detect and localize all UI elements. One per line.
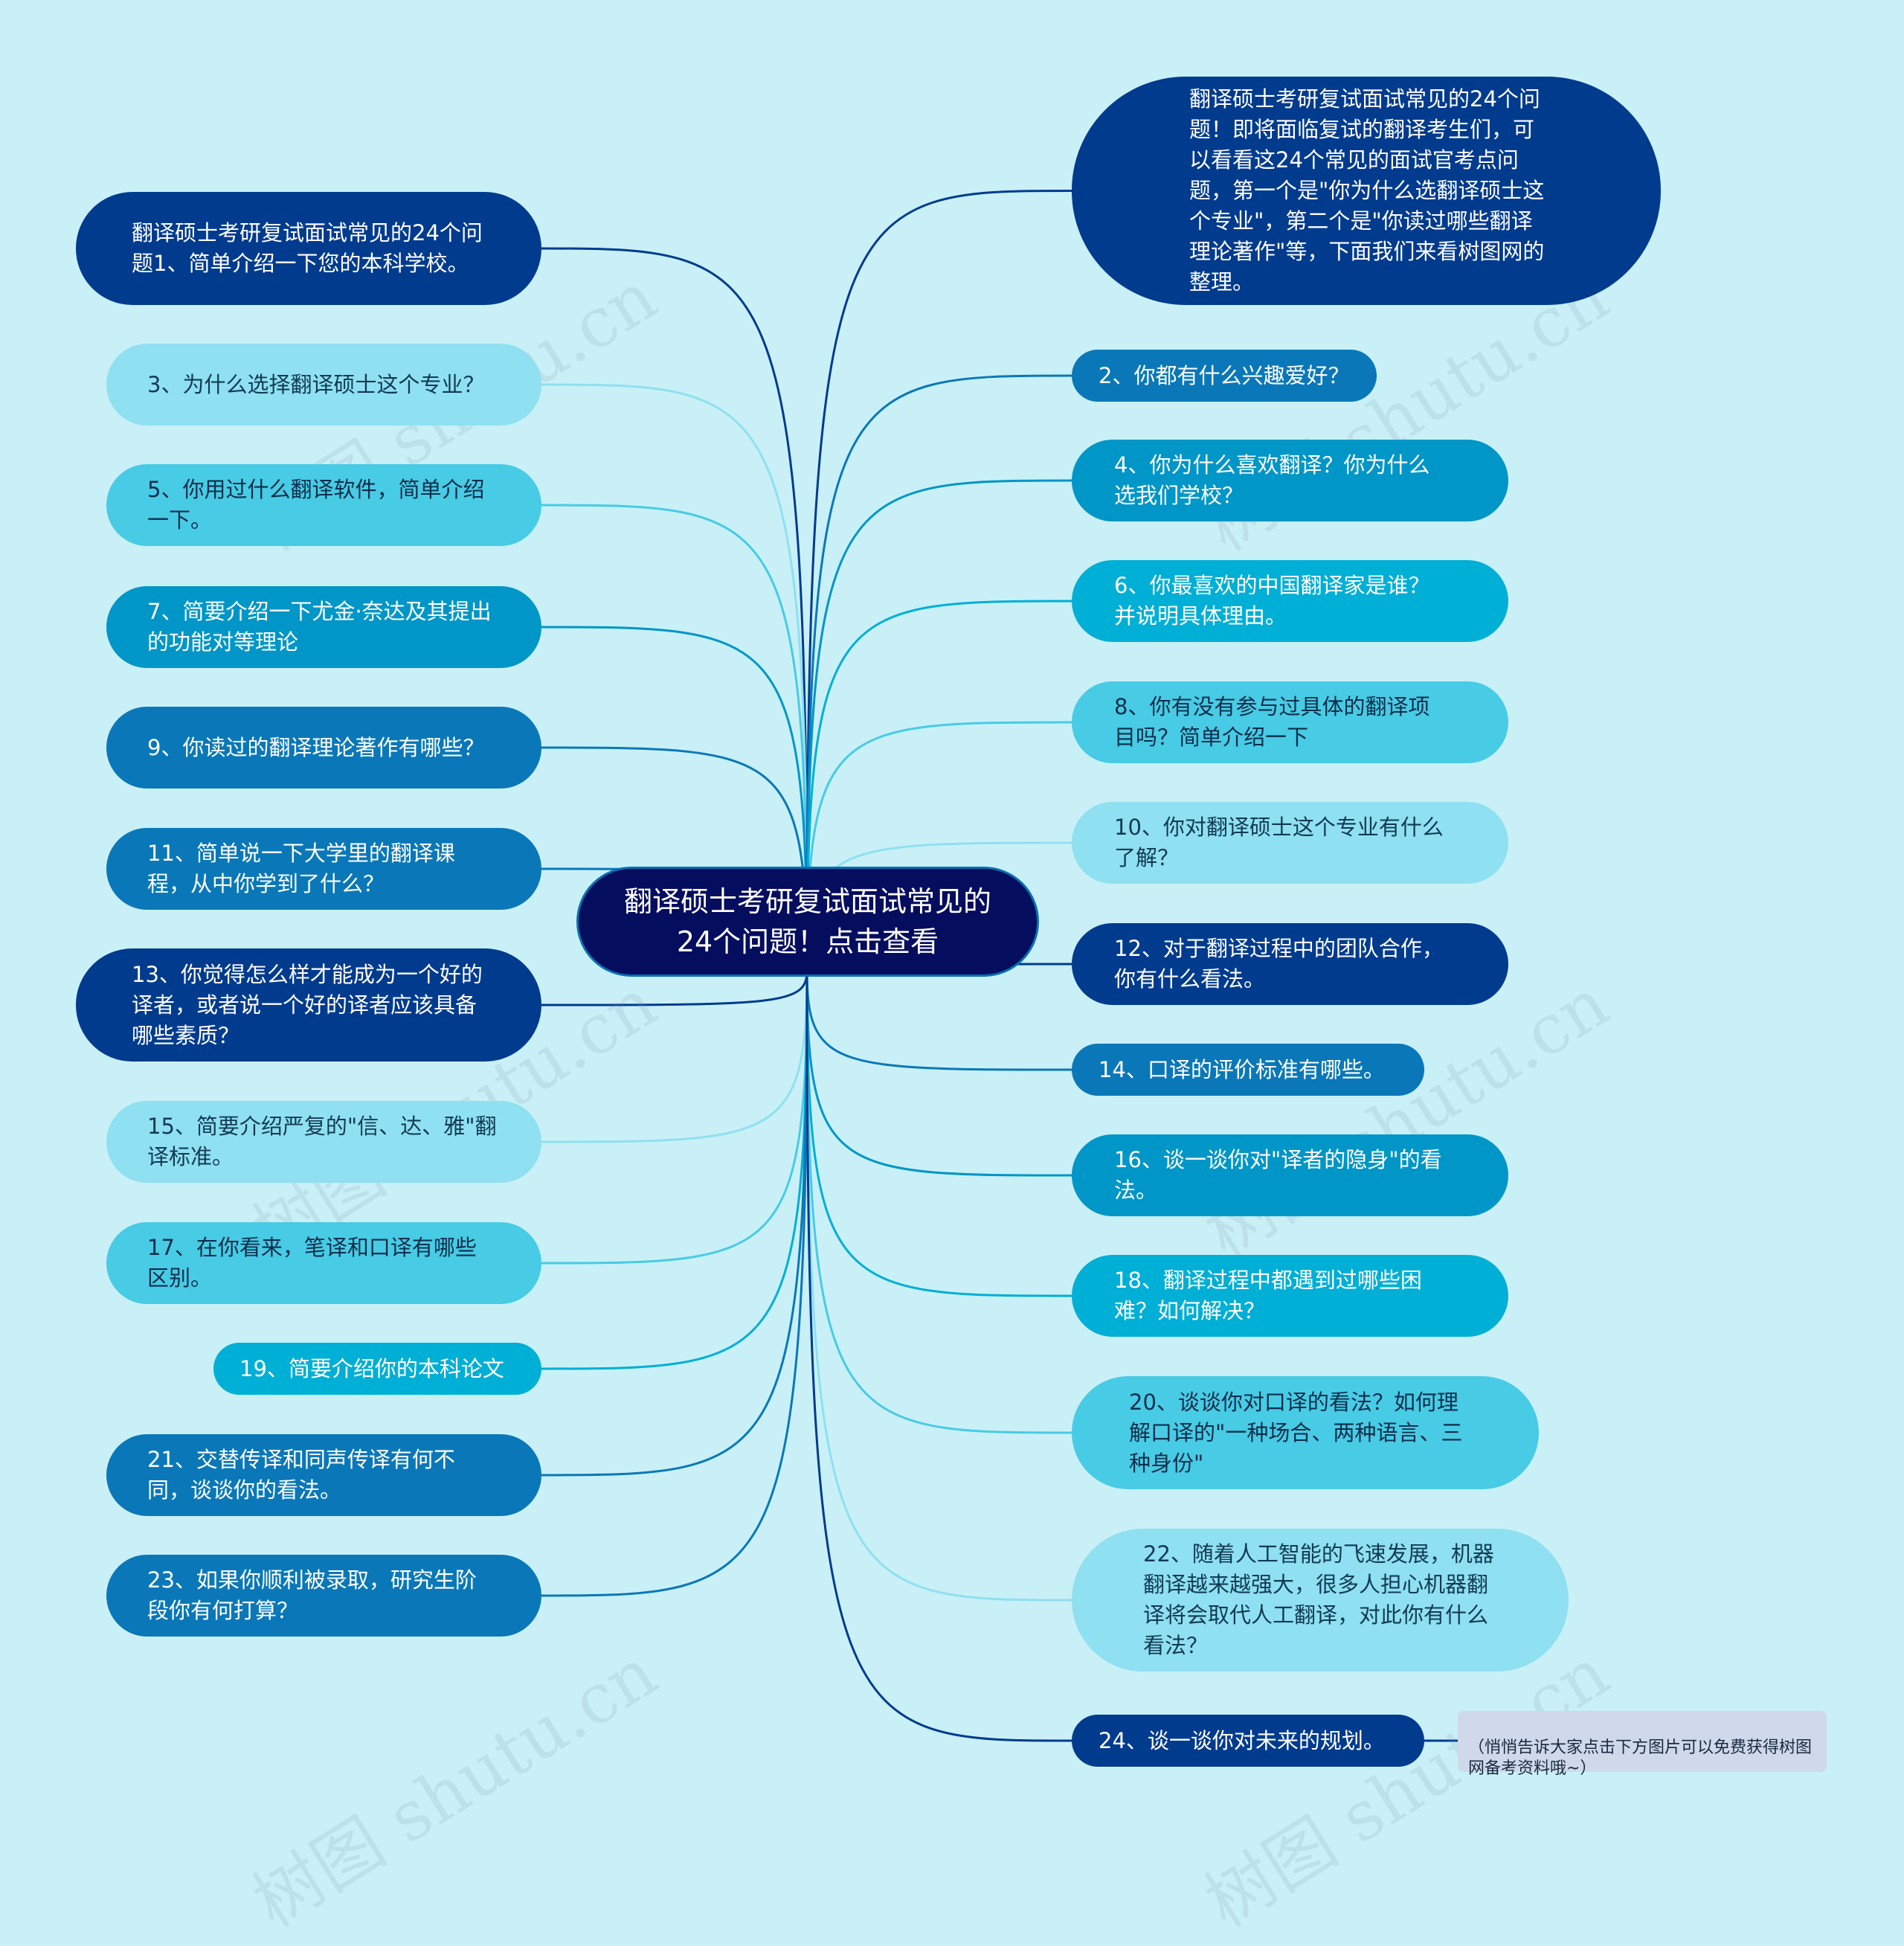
topic-label: 14、口译的评价标准有哪些。 [1099,1056,1385,1082]
topic-node[interactable]: 16、谈一谈你对"译者的隐身"的看法。 [1072,1134,1508,1216]
connector-line [541,970,808,1265]
topic-label: 5、你用过什么翻译软件，简单介绍一下。 [147,477,485,533]
topic-label: 4、你为什么喜欢翻译？你为什么选我们学校？ [1114,452,1430,508]
topic-label: 13、你觉得怎么样才能成为一个好的译者，或者说一个好的译者应该具备哪些素质？ [132,961,483,1048]
connector-line [805,970,1072,1602]
topic-label: 23、如果你顺利被录取，研究生阶段你有何打算？ [147,1567,477,1623]
connector-line [805,970,1072,1742]
connector-line [541,383,808,972]
topic-node[interactable]: 5、你用过什么翻译软件，简单介绍一下。 [106,464,541,546]
connector-line [805,190,1072,972]
topic-label: 21、交替传译和同声传译有何不同，谈谈你的看法。 [147,1447,455,1503]
topic-node[interactable]: 17、在你看来，笔译和口译有哪些区别。 [106,1222,541,1304]
topic-node[interactable]: 11、简单说一下大学里的翻译课程，从中你学到了什么？ [106,828,541,910]
topic-node[interactable]: 23、如果你顺利被录取，研究生阶段你有何打算？ [106,1555,541,1637]
topic-node[interactable]: 6、你最喜欢的中国翻译家是谁？并说明具体理由。 [1072,560,1508,642]
topic-node[interactable]: 14、口译的评价标准有哪些。 [1072,1044,1424,1096]
topic-label: 18、翻译过程中都遇到过哪些困难？如何解决？ [1114,1268,1422,1323]
topic-label: 7、简要介绍一下尤金·奈达及其提出的功能对等理论 [147,599,492,655]
topic-label: 10、你对翻译硕士这个专业有什么了解？ [1114,815,1444,870]
topic-label: 15、简要介绍严复的"信、达、雅"翻译标准。 [147,1114,497,1169]
connector-line [541,970,808,1143]
note-text: （悄悄告诉大家点击下方图片可以免费获得树图网备考资料哦~） [1468,1738,1813,1778]
topic-node[interactable]: 4、你为什么喜欢翻译？你为什么选我们学校？ [1072,440,1508,521]
topic-node[interactable]: 3、为什么选择翻译硕士这个专业？ [106,344,541,426]
topic-node[interactable]: 24、谈一谈你对未来的规划。 [1072,1715,1424,1767]
topic-node[interactable]: 18、翻译过程中都遇到过哪些困难？如何解决？ [1072,1255,1508,1337]
topic-label: 20、谈谈你对口译的看法？如何理解口译的"一种场合、两种语言、三种身份" [1129,1389,1463,1476]
note-callout[interactable]: （悄悄告诉大家点击下方图片可以免费获得树图网备考资料哦~） [1458,1711,1827,1778]
topic-node[interactable]: 20、谈谈你对口译的看法？如何理解口译的"一种场合、两种语言、三种身份" [1072,1376,1539,1489]
topic-node[interactable]: 19、简要介绍你的本科论文 [213,1343,541,1395]
root-topic[interactable]: 翻译硕士考研复试面试常见的24个问题！点击查看 [576,867,1039,977]
connector-line [805,374,1072,972]
topic-label: 22、随着人工智能的飞速发展，机器翻译越来越强大，很多人担心机器翻译将会取代人工… [1143,1541,1494,1658]
connector-line [541,626,808,972]
connector-line [805,970,1072,1071]
connector-line [541,970,808,1370]
topic-node[interactable]: 7、简要介绍一下尤金·奈达及其提出的功能对等理论 [106,586,541,668]
topic-node[interactable]: 15、简要介绍严复的"信、达、雅"翻译标准。 [106,1101,541,1183]
topic-node[interactable]: 8、你有没有参与过具体的翻译项目吗？简单介绍一下 [1072,681,1508,763]
connector-line [541,247,808,972]
topic-label: 17、在你看来，笔译和口译有哪些区别。 [147,1235,477,1291]
topic-label: 翻译硕士考研复试面试常见的24个问题！即将面临复试的翻译考生们，可以看看这24个… [1189,86,1545,295]
topic-node[interactable]: 9、你读过的翻译理论著作有哪些？ [106,707,541,789]
topic-node[interactable]: 翻译硕士考研复试面试常见的24个问题！即将面临复试的翻译考生们，可以看看这24个… [1072,77,1661,305]
topic-label: 9、你读过的翻译理论著作有哪些？ [147,734,485,760]
topic-label: 2、你都有什么兴趣爱好？ [1099,362,1350,388]
connector-line [805,600,1072,972]
topic-label: 16、谈一谈你对"译者的隐身"的看法。 [1114,1147,1442,1203]
topic-node[interactable]: 21、交替传译和同声传译有何不同，谈谈你的看法。 [106,1434,541,1516]
topic-label: 24、谈一谈你对未来的规划。 [1099,1727,1385,1753]
connector-line [541,970,808,1597]
topic-label: 11、简单说一下大学里的翻译课程，从中你学到了什么？ [147,841,455,896]
connector-line [805,970,1072,1297]
topic-node[interactable]: 13、你觉得怎么样才能成为一个好的译者，或者说一个好的译者应该具备哪些素质？ [76,948,541,1062]
connector-line [805,970,1072,1434]
topic-label: 8、你有没有参与过具体的翻译项目吗？简单介绍一下 [1114,694,1430,750]
connector-line [541,504,808,972]
topic-label: 3、为什么选择翻译硕士这个专业？ [147,371,485,397]
topic-label: 翻译硕士考研复试面试常见的24个问题1、简单介绍一下您的本科学校。 [132,220,483,276]
topic-node[interactable]: 2、你都有什么兴趣爱好？ [1072,350,1377,402]
topic-node[interactable]: 10、你对翻译硕士这个专业有什么了解？ [1072,802,1508,884]
topic-label: 6、你最喜欢的中国翻译家是谁？并说明具体理由。 [1114,573,1430,629]
topic-node[interactable]: 22、随着人工智能的飞速发展，机器翻译越来越强大，很多人担心机器翻译将会取代人工… [1072,1529,1569,1672]
mindmap-canvas: 树图 shutu.cn 树图 shutu.cn 树图 shutu.cn 树图 s… [76,77,1827,1943]
connector-line [805,970,1072,1177]
connector-line [541,970,808,1006]
topic-node[interactable]: 12、对于翻译过程中的团队合作，你有什么看法。 [1072,923,1508,1005]
root-topic-label: 翻译硕士考研复试面试常见的24个问题！点击查看 [623,885,991,958]
connector-line [805,479,1072,972]
topic-label: 12、对于翻译过程中的团队合作，你有什么看法。 [1114,936,1444,992]
topic-node[interactable]: 翻译硕士考研复试面试常见的24个问题1、简单介绍一下您的本科学校。 [76,192,541,305]
topic-label: 19、简要介绍你的本科论文 [239,1355,504,1381]
